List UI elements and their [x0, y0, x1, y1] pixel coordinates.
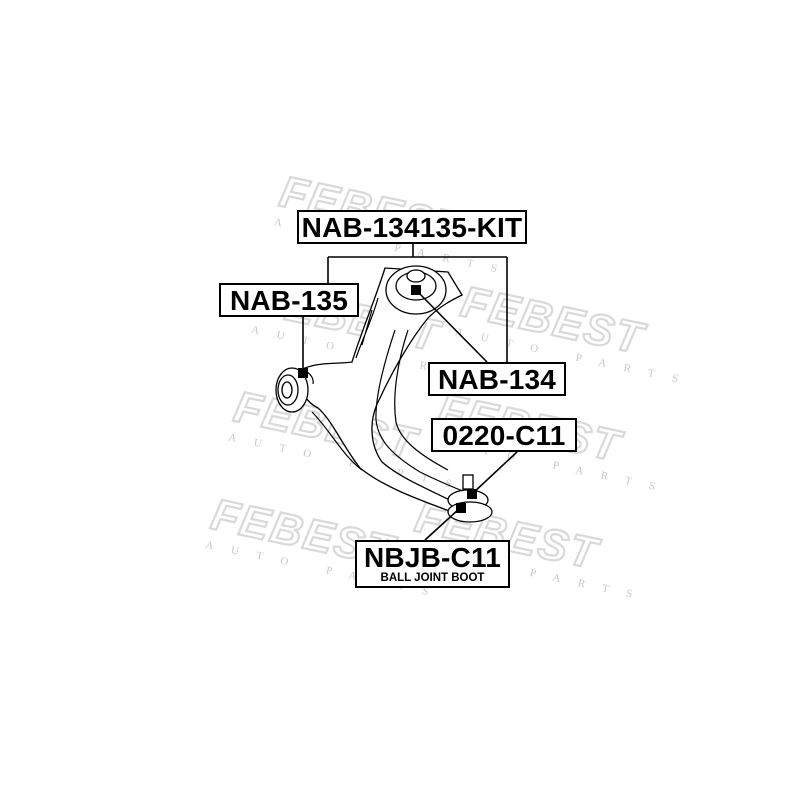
leader-lines: [302, 244, 518, 541]
part-number: NAB-134: [437, 364, 557, 395]
part-number: 0220-C11: [442, 420, 566, 451]
bushing-hole: [406, 269, 426, 283]
nab134-leader: [415, 289, 488, 363]
c11-leader: [471, 451, 518, 495]
marker-ball-joint-boot: [456, 503, 466, 513]
marker-rear-bushing: [298, 368, 308, 378]
label-nab-134: NAB-134: [428, 362, 566, 396]
ball-joint-stud: [462, 474, 474, 490]
control-arm: [297, 267, 471, 513]
marker-front-bushing: [411, 285, 421, 295]
arm-body: [297, 267, 463, 513]
arm-rib: [394, 329, 449, 471]
part-number: NBJB-C11: [364, 542, 501, 573]
label-0220-c11: 0220-C11: [431, 418, 577, 452]
label-nab-135: NAB-135: [219, 283, 359, 317]
part-number: NAB-134135-KIT: [301, 212, 523, 243]
label-nbjb-c11: NBJB-C11 BALL JOINT BOOT: [355, 540, 510, 588]
rear-bushing: [275, 367, 314, 413]
nbjb-leader: [424, 507, 461, 541]
bushing-hole: [281, 381, 293, 399]
part-caption: BALL JOINT BOOT: [380, 572, 485, 584]
markers: [298, 285, 477, 513]
label-nab-134135-kit: NAB-134135-KIT: [297, 210, 527, 244]
part-number: NAB-135: [229, 285, 349, 316]
arm-inner-edge: [355, 297, 471, 495]
arm-rib: [311, 411, 363, 471]
marker-ball-joint: [467, 489, 477, 499]
